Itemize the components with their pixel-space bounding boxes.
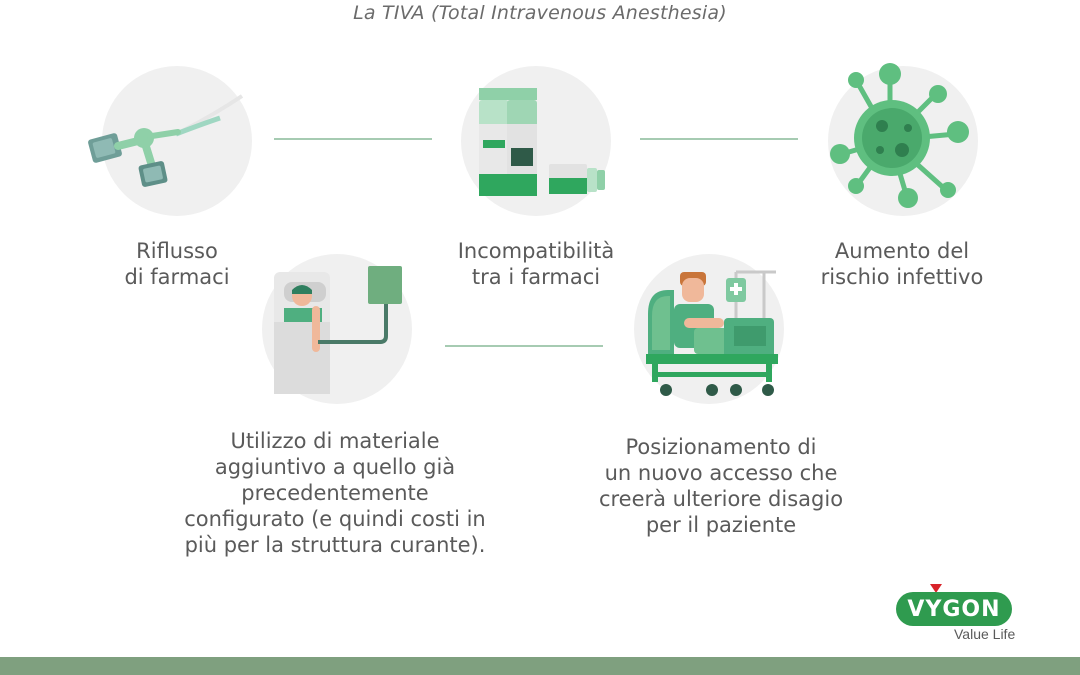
item-2-label: Incompatibilità tra i farmaci	[457, 239, 615, 289]
item-4-circle	[262, 254, 412, 404]
item-3-circle	[828, 63, 978, 216]
brand-name: VYGON	[907, 596, 1001, 622]
item-4-label: Utilizzo di materiale aggiuntivo a quell…	[184, 429, 486, 557]
hospital-bed-patient-icon	[646, 270, 778, 396]
item-3-label: Aumento del rischio infettivo	[820, 239, 984, 289]
item-1-label: Riflusso di farmaci	[124, 239, 230, 289]
connector-1-2	[274, 138, 432, 140]
connector-4-5	[445, 345, 603, 347]
item-5-circle	[634, 254, 784, 404]
footer-bar	[0, 657, 1080, 675]
brand-tagline: Value Life	[954, 626, 1016, 642]
item-5-label: Posizionamento di un nuovo accesso che c…	[598, 435, 844, 537]
item-2-circle	[461, 66, 611, 216]
logo-pill: VYGON	[896, 592, 1012, 626]
logo-mark-icon	[930, 584, 942, 593]
iv-connector-icon	[88, 94, 244, 187]
patient-iv-bed-icon	[274, 266, 402, 394]
page-title: La TIVA (Total Intravenous Anesthesia)	[353, 2, 727, 24]
item-1-circle	[88, 66, 252, 216]
connector-2-3	[640, 138, 798, 140]
virus-icon	[830, 63, 969, 208]
vygon-logo: VYGON Value Life	[896, 584, 1026, 648]
drug-vials-icon	[479, 88, 605, 196]
